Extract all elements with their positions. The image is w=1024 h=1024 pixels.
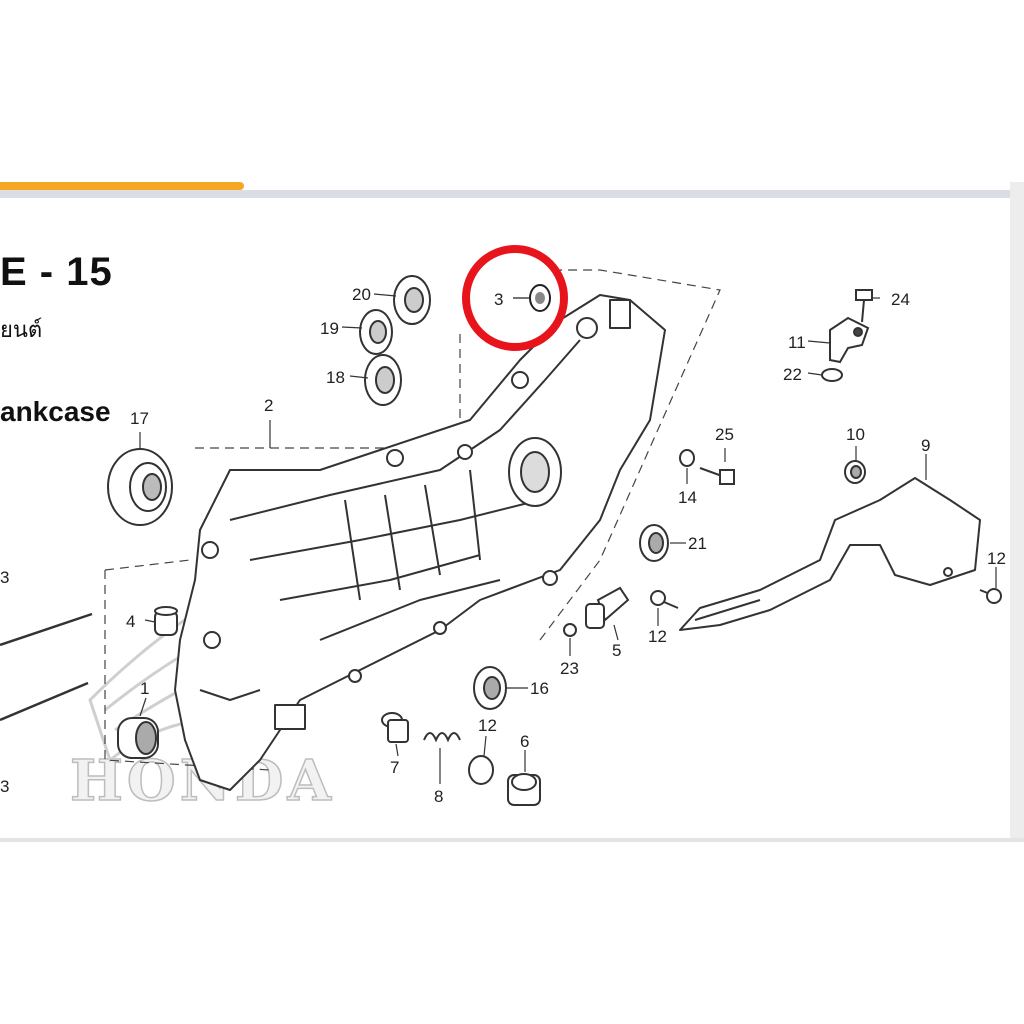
part-7-plug [381, 712, 409, 743]
part-22-o-ring [821, 368, 843, 382]
part-21-o-ring [468, 755, 494, 785]
part-labels: 20 19 18 17 2 3 3 3 4 1 24 11 22 10 9 12… [0, 285, 1006, 806]
label-4: 4 [126, 612, 135, 631]
part-12-bolt-right [979, 588, 1002, 604]
orange-tab-bar [0, 182, 244, 190]
label-12-right: 12 [987, 549, 1006, 568]
part-23-clip [563, 623, 577, 637]
diagram-caption: ankcase [0, 396, 111, 427]
label-18: 20 [352, 285, 371, 304]
page-subtitle: ยนต์ [0, 317, 43, 342]
part-4-dowel [154, 606, 178, 636]
label-23: 23 [560, 659, 579, 678]
part-25-bolt [699, 467, 735, 485]
label-10: 10 [846, 425, 865, 444]
part-8-spring [423, 732, 461, 743]
part-1-bushing [117, 717, 159, 759]
label-21: 12 [478, 716, 497, 735]
label-2: 2 [264, 396, 273, 415]
part-10-seal [844, 460, 866, 484]
part-3-bushing[interactable] [513, 284, 551, 312]
bearing-17 [359, 309, 393, 355]
label-19: 16 [530, 679, 549, 698]
header-divider [0, 190, 1010, 198]
stud-bolts [0, 612, 93, 722]
label-5: 5 [612, 641, 621, 660]
label-24: 24 [891, 290, 910, 309]
bearing-15 [107, 448, 173, 526]
label-9: 9 [921, 436, 930, 455]
part-5-strainer [585, 586, 630, 629]
label-22: 22 [783, 365, 802, 384]
label-1: 1 [140, 679, 149, 698]
part-9-kick-arm [679, 477, 981, 631]
label-11: 11 [788, 333, 806, 352]
part-6-plug [507, 773, 541, 806]
part-11-sensor [829, 316, 870, 364]
label-12-center: 12 [648, 627, 667, 646]
part-14-washer [679, 449, 695, 467]
page-title: E - 15 [0, 250, 113, 294]
label-3-highlight: 3 [494, 290, 503, 309]
label-14: 14 [678, 488, 697, 507]
part-12-bolt [650, 590, 679, 609]
bearing-16 [364, 354, 402, 406]
label-16: 18 [326, 368, 345, 387]
bearing-18 [393, 275, 431, 325]
part-19-oil-seal [473, 666, 507, 710]
crankcase-body [174, 294, 666, 791]
label-25: 25 [715, 425, 734, 444]
label-17: 19 [320, 319, 339, 338]
footer-divider [0, 838, 1024, 842]
label-20: 21 [688, 534, 707, 553]
page-edge [1010, 182, 1024, 842]
part-24-bolt [855, 289, 873, 323]
label-15: 17 [130, 409, 149, 428]
part-20-oil-seal [639, 524, 669, 562]
highlight-circle [462, 245, 568, 351]
leader-lines [139, 293, 997, 784]
label-8: 8 [434, 787, 443, 806]
label-3-upper: 3 [0, 568, 9, 587]
label-7: 7 [390, 758, 399, 777]
label-3-lower: 3 [0, 777, 9, 796]
label-6: 6 [520, 732, 529, 751]
